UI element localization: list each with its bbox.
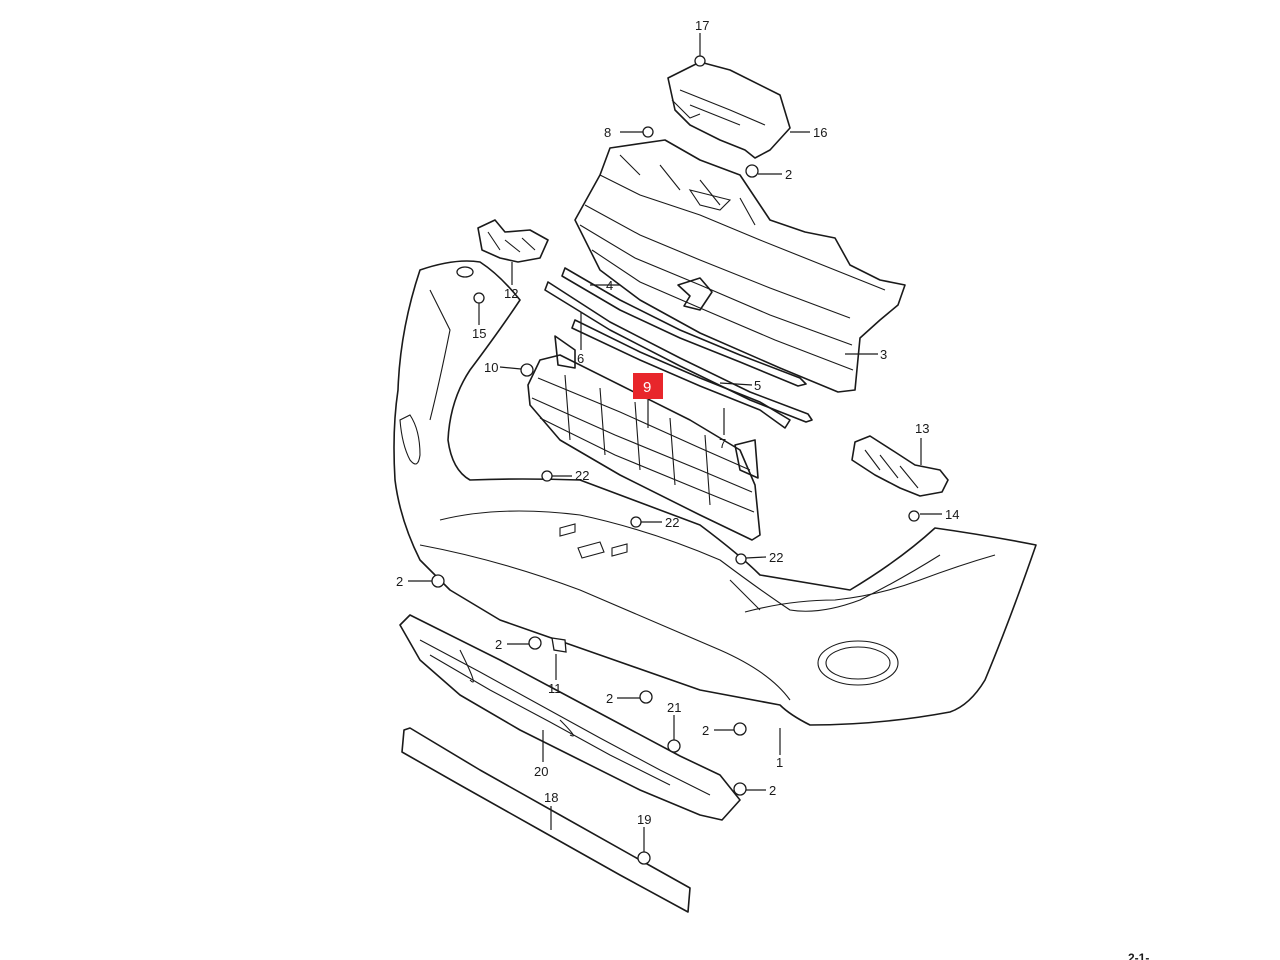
clip-part-2-left: [408, 574, 445, 588]
callout-6: 6: [577, 351, 584, 366]
screw-part-22-c: [735, 553, 767, 565]
clip-part-2-right: [714, 722, 747, 736]
lower-grille-part-9: [527, 335, 761, 541]
callout-16: 16: [813, 125, 827, 140]
callout-8: 8: [604, 125, 611, 140]
callout-19: 19: [637, 812, 651, 827]
callout-7: 7: [719, 436, 726, 451]
lower-support-part-20: [399, 614, 741, 821]
callout-15: 15: [472, 326, 486, 341]
callout-2-right: 2: [702, 723, 709, 738]
callout-11: 11: [548, 681, 562, 696]
clip-part-2-bottom: [733, 782, 766, 796]
screw-part-8: [620, 126, 654, 138]
callout-17: 17: [695, 18, 709, 33]
callout-10: 10: [484, 360, 498, 375]
callout-labels: 17 16 8 2 12 4 15 3 6 10 5 13 7 22 14 22…: [396, 18, 959, 827]
corner-mark: 2-1-: [1128, 951, 1149, 960]
screw-part-14: [908, 510, 942, 522]
right-bracket-part-13: [851, 435, 949, 497]
callout-5: 5: [754, 378, 761, 393]
bumper-cover-part-1: [393, 260, 1037, 755]
molding-part-7: [571, 319, 791, 435]
clip-part-2-lower: [617, 690, 653, 704]
lower-strip-part-18: [401, 727, 691, 913]
highlight-label: 9: [643, 379, 651, 396]
clip-part-2-top: [745, 164, 782, 178]
callout-2-mid: 2: [495, 637, 502, 652]
screw-part-19: [637, 827, 651, 865]
screw-part-22-b: [630, 516, 662, 528]
callout-20: 20: [534, 764, 548, 779]
screw-part-15: [473, 292, 485, 325]
callout-2-lower: 2: [606, 691, 613, 706]
callout-18: 18: [544, 790, 558, 805]
callout-13: 13: [915, 421, 929, 436]
clip-part-2-mid: [507, 636, 542, 650]
callout-3: 3: [880, 347, 887, 362]
callout-14: 14: [945, 507, 959, 522]
callout-4: 4: [606, 278, 613, 293]
clip-part-11: [551, 637, 567, 680]
callout-22-b: 22: [665, 515, 679, 530]
callout-2-bottom: 2: [769, 783, 776, 798]
screw-part-21: [667, 715, 681, 753]
molding-part-4: [561, 267, 807, 387]
screw-part-10: [499, 363, 534, 377]
callout-22-a: 22: [575, 468, 589, 483]
upper-bracket-part-16: [667, 61, 791, 159]
bolt-part-17: [694, 33, 706, 67]
callout-21: 21: [667, 700, 681, 715]
callout-12: 12: [504, 286, 518, 301]
callout-1: 1: [776, 755, 783, 770]
callout-22-c: 22: [769, 550, 783, 565]
screw-part-22-a: [541, 470, 572, 482]
molding-part-5: [719, 382, 753, 386]
callout-2-top: 2: [785, 167, 792, 182]
callout-2-left: 2: [396, 574, 403, 589]
molding-part-6: [544, 281, 813, 423]
highlight-box: [633, 373, 663, 399]
left-bracket-part-12: [477, 219, 549, 285]
highlight-callout-9: 9: [633, 373, 663, 399]
